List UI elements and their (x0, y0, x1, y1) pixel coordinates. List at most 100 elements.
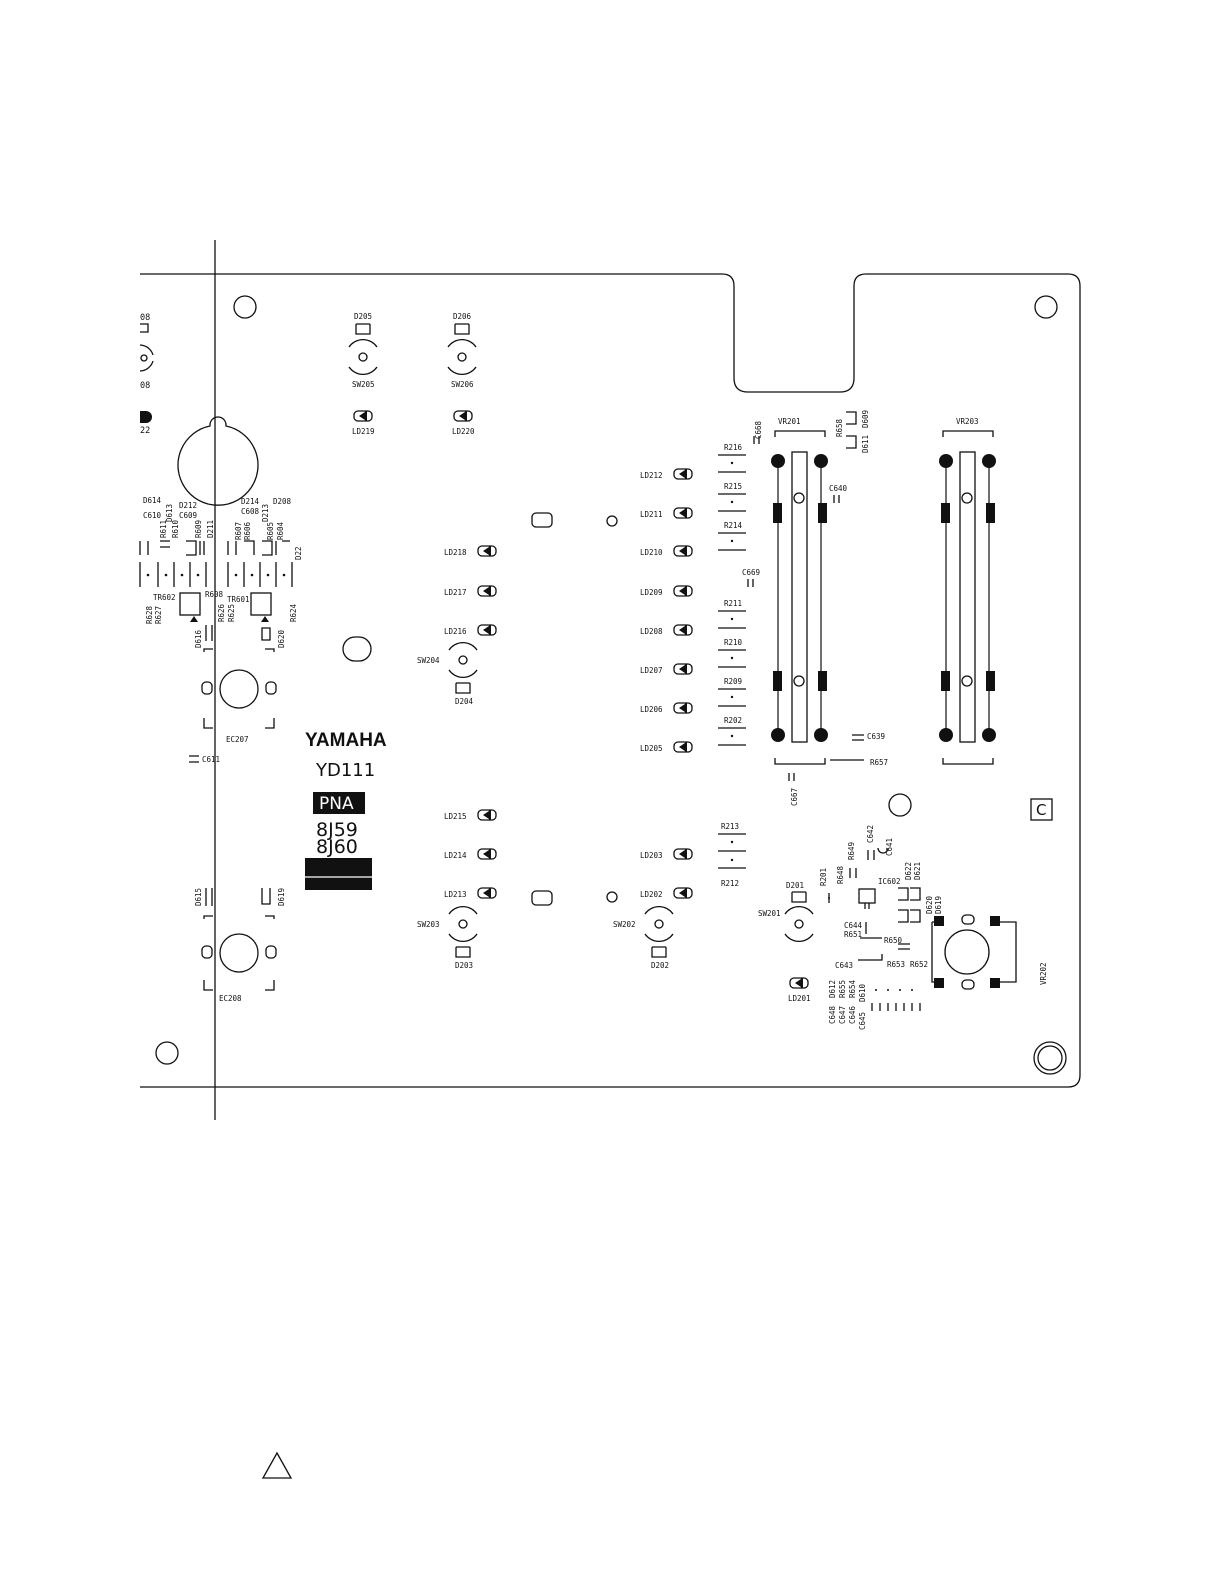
label-C614: C611 (202, 755, 220, 764)
label-C648: C648 (828, 1005, 837, 1024)
led-LD216: LD216 (444, 624, 497, 636)
label-D616: D208 (273, 497, 292, 506)
resistor-R210: R210 (718, 638, 746, 668)
label-C610: C609 (179, 511, 197, 520)
led-LD208: LD208 (640, 624, 693, 636)
pad (531, 890, 553, 906)
label-C609: C608 (241, 507, 260, 516)
slot-hole (342, 636, 372, 662)
label-LD217: LD217 (444, 588, 467, 597)
resistor-R209: R209 (718, 677, 746, 707)
label-SW203: SW203 (417, 920, 440, 929)
label-SW202: SW202 (613, 920, 636, 929)
label-IC602: IC602 (878, 877, 901, 886)
label-R649: R649 (847, 842, 856, 860)
label-R607: R607 (234, 522, 243, 540)
label-R654: R654 (848, 979, 857, 998)
label-LD213: LD213 (444, 890, 467, 899)
code-2: 8J60 (316, 836, 358, 858)
label-C668: C668 (754, 420, 763, 439)
label-D609: D619 (934, 896, 943, 914)
label-LD216: LD216 (444, 627, 467, 636)
label-LD215: LD215 (444, 812, 467, 821)
mounting-hole (1037, 1045, 1063, 1071)
label-R628: R628 (145, 605, 154, 624)
mounting-hole (233, 295, 257, 319)
mounting-hole (1034, 295, 1058, 319)
label-C647: C647 (838, 1006, 847, 1024)
mounting-hole (888, 793, 912, 817)
label-LD212: LD212 (640, 471, 663, 480)
label-LD202: LD202 (640, 890, 663, 899)
led-LD213: LD213 (444, 887, 497, 899)
label-C639: C639 (867, 732, 885, 741)
label-R604: R604 (276, 521, 285, 540)
label-LD210: LD210 (640, 548, 663, 557)
label-LD211: LD211 (640, 510, 663, 519)
label-LD209: LD209 (640, 588, 663, 597)
label-SW206: SW206 (451, 380, 474, 389)
label-R653: R653 (887, 960, 905, 969)
label-L601: D610 (858, 983, 867, 1002)
label-R648: R648 (836, 865, 845, 884)
label-C645: C645 (858, 1012, 867, 1030)
label-D612: D622 (904, 862, 913, 880)
label-R605: R605 (266, 522, 275, 540)
label-R650: R650 (884, 936, 903, 945)
label-D621: D613 (165, 504, 174, 522)
led-LD219: LD219 (352, 410, 375, 436)
label-LD206: LD206 (640, 705, 663, 714)
pad (606, 515, 618, 527)
label-D204: D204 (455, 697, 474, 706)
led-LD206: LD206 (640, 702, 693, 714)
label-D611: D620 (925, 895, 934, 914)
encoder-EC207: EC207 (201, 648, 277, 744)
label-D615: D22 (294, 546, 303, 560)
label-LD208: LD208 (640, 627, 663, 636)
label-C611: C610 (143, 511, 162, 520)
label-C642: C642 (866, 825, 875, 843)
pna-label: PNA (319, 794, 354, 814)
label-R216: R216 (724, 443, 743, 452)
partial-label: 08 (140, 381, 150, 391)
label-D608: D609 (861, 410, 870, 428)
led-LD214: LD214 (444, 848, 497, 860)
cluster-IC602: R201 R648 R649 C642 C641 IC602 D622 D621… (819, 825, 943, 1030)
led-LD207: LD207 (640, 663, 693, 675)
partial-label: 22 (140, 426, 150, 436)
led-LD205: LD205 (640, 741, 693, 753)
label-C669: C669 (742, 568, 760, 577)
led-LD209: LD209 (640, 585, 693, 597)
resistor-R202: R202 (718, 716, 746, 746)
label-LD214: LD214 (444, 851, 467, 860)
label-D201: D201 (786, 881, 804, 890)
led-LD202: LD202 (640, 887, 693, 899)
mounting-hole (155, 1041, 179, 1065)
label-TR602: TR602 (153, 593, 176, 602)
slider-VR201: VR201 (771, 417, 828, 765)
label-D212: D620 (277, 629, 286, 648)
keyhole-cutout (177, 416, 259, 506)
led-LD203: LD203 (640, 848, 693, 860)
label-VR203: VR203 (956, 417, 979, 426)
resistor-R215: R215 (718, 482, 746, 512)
led-LD218: LD218 (444, 545, 497, 557)
resistor-R214: R214 (718, 521, 746, 551)
label-R210: R210 (724, 638, 743, 647)
label-R202: R202 (724, 716, 742, 725)
label-LD219: LD219 (352, 427, 375, 436)
led-LD201: LD201 (788, 977, 811, 1003)
label-D618: D214 (241, 497, 260, 506)
encoder-EC208: EC208 (201, 915, 277, 1003)
label-R624: R624 (289, 603, 298, 622)
led-LD210: LD210 (640, 545, 693, 557)
label-VR202: VR202 (1039, 962, 1048, 985)
label-R655: R655 (838, 980, 847, 998)
led-LD212: LD212 (640, 468, 693, 480)
label-R211: R211 (724, 599, 742, 608)
